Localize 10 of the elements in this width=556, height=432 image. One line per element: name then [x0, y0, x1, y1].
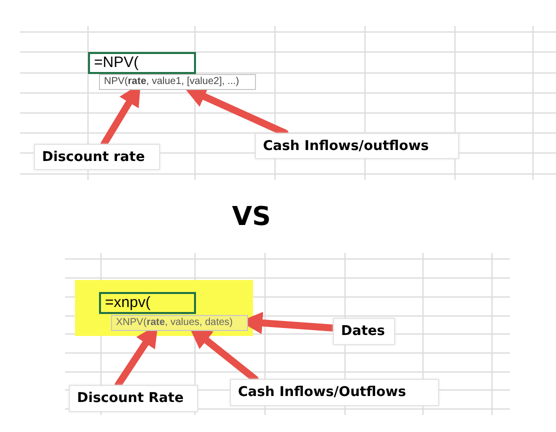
callout-label: Dates — [333, 318, 395, 345]
formula-cell: =xnpv( — [99, 292, 196, 314]
callout-label: Discount Rate — [69, 385, 198, 412]
comparison-label: VS — [232, 202, 271, 232]
callout-label: Cash Inflows/Outflows — [230, 379, 439, 406]
callout-label: Discount rate — [34, 144, 160, 170]
function-tooltip: NPV(rate, value1, [value2], ...) — [99, 74, 256, 90]
formula-cell: =NPV( — [88, 52, 196, 74]
function-tooltip: XNPV(rate, values, dates) — [111, 315, 248, 331]
callout-label: Cash Inflows/outflows — [255, 133, 459, 159]
